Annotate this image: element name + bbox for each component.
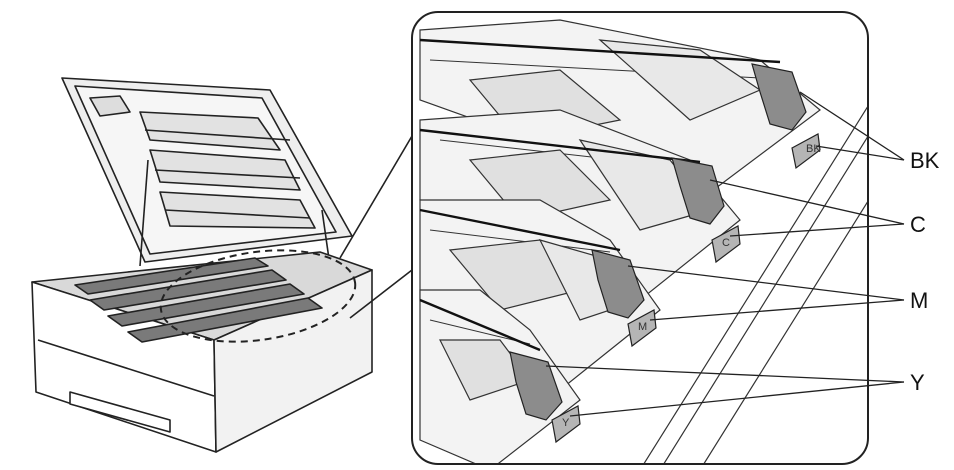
printer-illustration xyxy=(31,77,413,453)
magnify-line-bottom xyxy=(349,269,413,319)
drum-lever-bk xyxy=(751,63,807,131)
leader-y-2 xyxy=(569,381,905,417)
leader-m-2 xyxy=(649,299,905,321)
leader-y-1 xyxy=(545,365,905,383)
drum-unit-c xyxy=(419,109,741,301)
color-tab-c xyxy=(711,225,741,264)
magnify-line-top xyxy=(339,135,413,259)
leader-bk-2 xyxy=(815,145,905,161)
tab-mark-m: M xyxy=(638,321,647,333)
zoom-panel: BK C M Y xyxy=(411,11,869,465)
drum-lever-c xyxy=(671,157,725,225)
drum-unit-y xyxy=(419,289,581,463)
tab-mark-bk: BK xyxy=(806,143,821,155)
printer-drum-units xyxy=(74,257,323,343)
callout-leaders xyxy=(545,91,905,417)
leader-m-1 xyxy=(627,265,905,301)
callout-label-c: C xyxy=(910,212,926,237)
color-tab-bk xyxy=(791,133,821,170)
leader-c-2 xyxy=(729,223,905,237)
callout-label-bk: BK xyxy=(910,148,940,173)
callout-label-y: Y xyxy=(910,370,925,395)
drum-lever-y xyxy=(509,351,563,421)
callout-label-m: M xyxy=(910,288,928,313)
color-tab-m xyxy=(627,309,657,348)
leader-c-1 xyxy=(709,179,905,225)
color-tab-y xyxy=(551,405,581,444)
leader-bk-1 xyxy=(799,91,905,161)
tab-mark-c: C xyxy=(722,237,730,249)
magnify-region-ellipse xyxy=(159,249,357,343)
tab-mark-y: Y xyxy=(562,417,570,429)
